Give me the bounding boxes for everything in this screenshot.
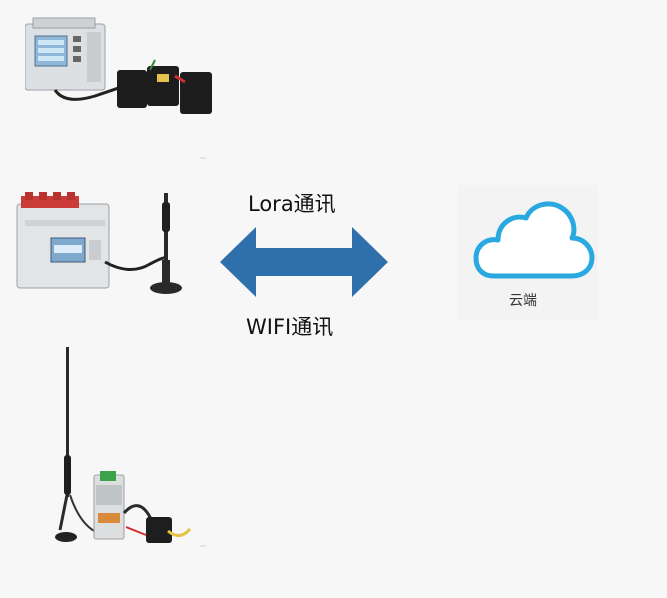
cloud-icon (473, 201, 595, 279)
dot-marker (200, 157, 206, 159)
meter-with-ct-image (25, 17, 212, 114)
module-with-antenna-image (55, 347, 192, 543)
meter-with-antenna-image (16, 192, 182, 294)
double-headed-arrow-icon (220, 227, 388, 297)
lora-communication-label: Lora通讯 (248, 192, 336, 216)
wifi-communication-label: WIFI通讯 (246, 315, 334, 339)
dot-marker (200, 545, 206, 547)
cloud-caption: 云端 (509, 293, 537, 309)
